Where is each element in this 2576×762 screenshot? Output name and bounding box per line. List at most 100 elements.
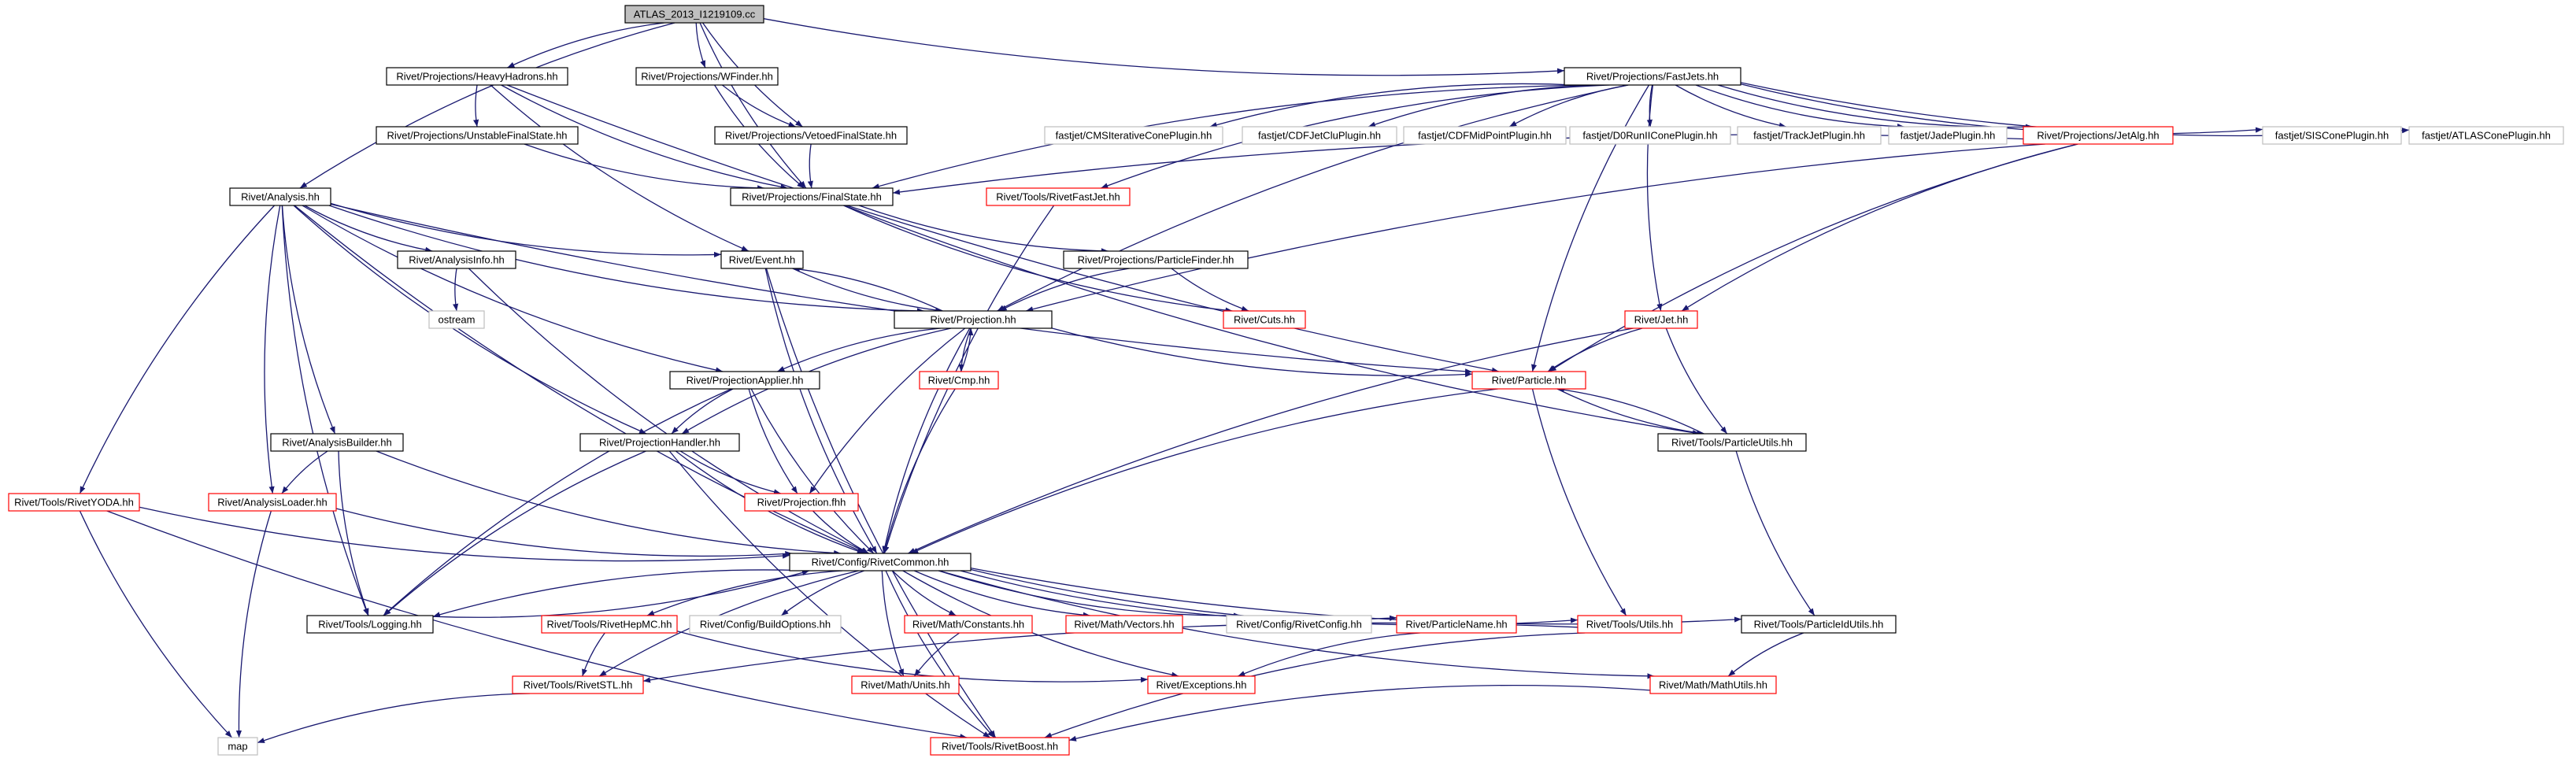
node-vetoed[interactable]: Rivet/Projections/VetoedFinalState.hh <box>714 126 908 145</box>
edge-analysisloader-to-rivetcommon <box>335 508 793 557</box>
node-fastjets[interactable]: Rivet/Projections/FastJets.hh <box>1564 67 1741 86</box>
node-particlename[interactable]: Rivet/ParticleName.hh <box>1396 615 1517 634</box>
node-units[interactable]: Rivet/Math/Units.hh <box>851 675 960 694</box>
node-map[interactable]: map <box>217 737 258 756</box>
node-rivetcommon[interactable]: Rivet/Config/RivetCommon.hh <box>789 553 972 572</box>
node-cdfmid[interactable]: fastjet/CDFMidPointPlugin.hh <box>1403 126 1567 145</box>
node-rivetstl[interactable]: Rivet/Tools/RivetSTL.hh <box>512 675 644 694</box>
edge-event-to-projection <box>792 268 943 313</box>
node-label-jet: Rivet/Jet.hh <box>1634 314 1689 326</box>
node-analysisbuilder[interactable]: Rivet/AnalysisBuilder.hh <box>270 433 404 452</box>
node-utils[interactable]: Rivet/Tools/Utils.hh <box>1577 615 1682 634</box>
edge-projhandler-to-projfhh <box>679 450 782 495</box>
node-finalstate[interactable]: Rivet/Projections/FinalState.hh <box>730 187 894 206</box>
node-constants[interactable]: Rivet/Math/Constants.hh <box>904 615 1033 634</box>
node-jet[interactable]: Rivet/Jet.hh <box>1624 310 1698 329</box>
edge-projection-to-rivetcommon <box>882 327 971 554</box>
node-box-analysisloader <box>208 493 337 512</box>
node-d0run[interactable]: fastjet/D0RunIIConePlugin.hh <box>1569 126 1731 145</box>
node-particleutils[interactable]: Rivet/Tools/ParticleUtils.hh <box>1657 433 1807 452</box>
node-box-event <box>720 250 804 269</box>
node-boost[interactable]: Rivet/Tools/RivetBoost.hh <box>930 737 1070 756</box>
edge-rivetcommon-to-constants <box>892 570 957 616</box>
node-label-root: ATLAS_2013_I1219109.cc <box>634 9 756 20</box>
edge-projection-to-event <box>792 266 943 312</box>
edge-heavyhadrons-to-unstable <box>473 84 479 128</box>
edge-root-to-analysis <box>299 22 675 189</box>
node-box-wfinder <box>635 67 779 86</box>
edge-analysis-to-analysisbuilder <box>281 205 336 435</box>
node-particle[interactable]: Rivet/Particle.hh <box>1471 371 1586 390</box>
edge-constants-to-units <box>913 632 960 677</box>
node-label-particle: Rivet/Particle.hh <box>1492 375 1567 387</box>
node-hepmc[interactable]: Rivet/Tools/RivetHepMC.hh <box>541 615 678 634</box>
node-siscone[interactable]: fastjet/SISConePlugin.hh <box>2262 126 2402 145</box>
node-buildoptions[interactable]: Rivet/Config/BuildOptions.hh <box>689 615 842 634</box>
node-projection[interactable]: Rivet/Projection.hh <box>894 310 1053 329</box>
edge-rivetcommon-to-hepmc <box>646 570 843 616</box>
edge-projapplier-to-rivetcommon <box>750 388 875 554</box>
node-box-vetoed <box>714 126 908 145</box>
node-label-pidutils: Rivet/Tools/ParticleIdUtils.hh <box>1754 619 1884 631</box>
node-label-rivetstl: Rivet/Tools/RivetSTL.hh <box>524 679 633 691</box>
node-root[interactable]: ATLAS_2013_I1219109.cc <box>624 5 764 24</box>
node-label-logging: Rivet/Tools/Logging.hh <box>318 619 422 631</box>
node-particlefinder[interactable]: Rivet/Projections/ParticleFinder.hh <box>1063 250 1249 269</box>
node-unstable[interactable]: Rivet/Projections/UnstableFinalState.hh <box>376 126 579 145</box>
edge-analysis-to-projhandler <box>293 205 647 435</box>
node-projfhh[interactable]: Rivet/Projection.fhh <box>744 493 859 512</box>
node-analysisloader[interactable]: Rivet/AnalysisLoader.hh <box>208 493 337 512</box>
edge-pidutils-to-mathutils <box>1727 632 1804 677</box>
node-projapplier[interactable]: Rivet/ProjectionApplier.hh <box>669 371 820 390</box>
node-cmp[interactable]: Rivet/Cmp.hh <box>919 371 999 390</box>
node-event[interactable]: Rivet/Event.hh <box>720 250 804 269</box>
node-box-rivetstl <box>512 675 644 694</box>
edge-finalstate-to-particleutils <box>843 205 1700 436</box>
node-analysisinfo[interactable]: Rivet/AnalysisInfo.hh <box>397 250 516 269</box>
edge-projapplier-to-logging <box>383 388 732 616</box>
node-exceptions[interactable]: Rivet/Exceptions.hh <box>1147 675 1256 694</box>
edge-jetalg-to-projection <box>1026 143 2045 313</box>
node-box-jetalg <box>2023 126 2174 145</box>
node-trackjet[interactable]: fastjet/TrackJetPlugin.hh <box>1737 126 1882 145</box>
node-cuts[interactable]: Rivet/Cuts.hh <box>1223 310 1306 329</box>
node-pidutils[interactable]: Rivet/Tools/ParticleIdUtils.hh <box>1741 615 1897 634</box>
node-rivetfastjet[interactable]: Rivet/Tools/RivetFastJet.hh <box>986 187 1131 206</box>
node-cmsiter[interactable]: fastjet/CMSIterativeConePlugin.hh <box>1044 126 1223 145</box>
edge-fastjets-to-jetalg <box>1717 84 2034 130</box>
node-label-units: Rivet/Math/Units.hh <box>861 679 949 691</box>
node-rivetconfig[interactable]: Rivet/Config/RivetConfig.hh <box>1226 615 1372 634</box>
node-vectors[interactable]: Rivet/Math/Vectors.hh <box>1065 615 1183 634</box>
node-label-buildoptions: Rivet/Config/BuildOptions.hh <box>700 619 831 631</box>
edge-analysisloader-to-map <box>235 510 272 738</box>
edge-projapplier-to-projhandler <box>671 388 734 435</box>
node-jade[interactable]: fastjet/JadePlugin.hh <box>1888 126 2008 145</box>
node-ostream[interactable]: ostream <box>428 310 485 329</box>
node-jetalg[interactable]: Rivet/Projections/JetAlg.hh <box>2023 126 2174 145</box>
node-box-projection <box>894 310 1053 329</box>
node-box-analysisbuilder <box>270 433 404 452</box>
node-atlascone[interactable]: fastjet/ATLASConePlugin.hh <box>2408 126 2564 145</box>
node-label-jade: fastjet/JadePlugin.hh <box>1901 130 1996 142</box>
node-logging[interactable]: Rivet/Tools/Logging.hh <box>306 615 434 634</box>
node-heavyhadrons[interactable]: Rivet/Projections/HeavyHadrons.hh <box>386 67 568 86</box>
edge-analysisinfo-to-ostream <box>453 268 459 312</box>
node-rivetyoda[interactable]: Rivet/Tools/RivetYODA.hh <box>8 493 140 512</box>
node-box-constants <box>904 615 1033 634</box>
node-projhandler[interactable]: Rivet/ProjectionHandler.hh <box>579 433 740 452</box>
edge-hepmc-to-rivetstl <box>582 632 605 677</box>
edge-fastjets-to-finalstate <box>872 84 1593 190</box>
node-label-projfhh: Rivet/Projection.fhh <box>757 497 846 509</box>
edge-heavyhadrons-to-particle <box>506 84 1500 373</box>
node-label-event: Rivet/Event.hh <box>729 254 796 266</box>
edge-fastjets-to-rivetfastjet <box>1101 84 1610 189</box>
node-mathutils[interactable]: Rivet/Math/MathUtils.hh <box>1649 675 1777 694</box>
edge-projection-to-projfhh <box>809 327 966 494</box>
node-label-finalstate: Rivet/Projections/FinalState.hh <box>742 191 882 203</box>
node-wfinder[interactable]: Rivet/Projections/WFinder.hh <box>635 67 779 86</box>
node-analysis[interactable]: Rivet/Analysis.hh <box>229 187 331 206</box>
edge-projection-to-particle <box>1051 327 1473 378</box>
edge-fastjets-to-cmsiter <box>1209 83 1577 128</box>
node-cdfjetclu[interactable]: fastjet/CDFJetCluPlugin.hh <box>1242 126 1397 145</box>
node-box-cuts <box>1223 310 1306 329</box>
